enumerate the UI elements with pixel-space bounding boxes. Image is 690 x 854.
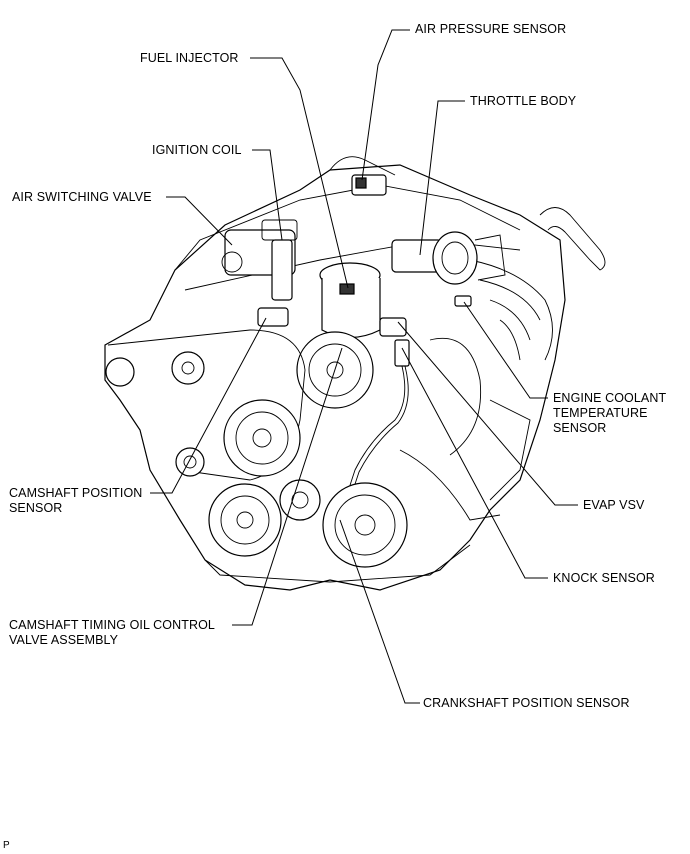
leader-evap-vsv: [397, 321, 578, 506]
leader-air-pressure-sensor: [361, 29, 410, 181]
label-evap-vsv: EVAP VSV: [583, 498, 645, 512]
leader-air-switching-valve: [166, 196, 233, 246]
leader-ect-sensor: [463, 301, 548, 399]
leader-knock-sensor: [401, 347, 548, 579]
label-air-switching-valve: AIR SWITCHING VALVE: [12, 190, 152, 204]
leader-lines: [150, 29, 578, 704]
leader-crankshaft-position-sensor: [339, 519, 420, 704]
engine-illustration: [104, 156, 606, 591]
air-pressure-sensor-shape: [351, 174, 387, 196]
label-throttle-body: THROTTLE BODY: [470, 94, 577, 108]
throttle-body-shape: [391, 231, 506, 285]
ignition-coil-shape: [257, 239, 293, 327]
label-knock-sensor: KNOCK SENSOR: [553, 571, 655, 585]
corner-mark: P: [3, 840, 10, 851]
label-camshaft-timing-oil-control-valve-assembly: CAMSHAFT TIMING OIL CONTROL VALVE ASSEMB…: [9, 618, 215, 647]
label-air-pressure-sensor: AIR PRESSURE SENSOR: [415, 22, 567, 36]
label-crankshaft-position-sensor: CRANKSHAFT POSITION SENSOR: [423, 696, 630, 710]
leader-camshaft-position-sensor: [150, 317, 267, 494]
label-fuel-injector: FUEL INJECTOR: [140, 51, 239, 65]
fuel-injector-shape: [319, 262, 381, 339]
label-camshaft-position-sensor: CAMSHAFT POSITION SENSOR: [9, 486, 143, 515]
leader-camshaft-timing-ocv: [232, 347, 343, 626]
label-ignition-coil: IGNITION COIL: [152, 143, 242, 157]
leader-throttle-body: [419, 100, 465, 256]
leader-fuel-injector: [250, 57, 349, 289]
label-engine-coolant-temperature-sensor: ENGINE COOLANT TEMPERATURE SENSOR: [553, 391, 667, 435]
leader-ignition-coil: [252, 149, 283, 241]
